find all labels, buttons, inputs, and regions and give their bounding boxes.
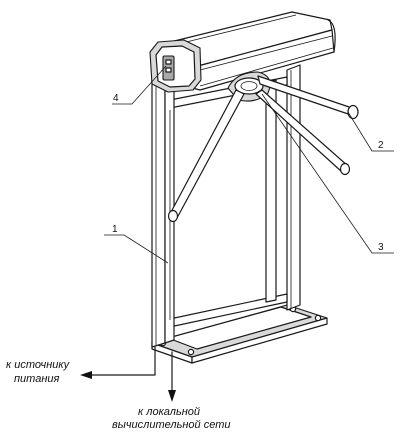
- turnstile-arms: [167, 75, 359, 223]
- caption-network-line2: вычислительной сети: [112, 419, 231, 431]
- arrow-down-icon: [168, 390, 176, 402]
- base-plate: [151, 304, 328, 364]
- callout-3: 3: [378, 242, 384, 253]
- callout-4: 4: [113, 93, 119, 104]
- caption-network-line1: к локальной: [138, 406, 200, 418]
- caption-power-line1: к источнику: [6, 359, 71, 371]
- caption-power-line2: питания: [14, 373, 59, 385]
- cables: [80, 346, 176, 402]
- callout-2: 2: [378, 140, 384, 151]
- callout-1: 1: [112, 224, 118, 235]
- top-housing: [149, 11, 336, 93]
- arrow-left-icon: [80, 371, 92, 379]
- leader-lines: [104, 65, 394, 264]
